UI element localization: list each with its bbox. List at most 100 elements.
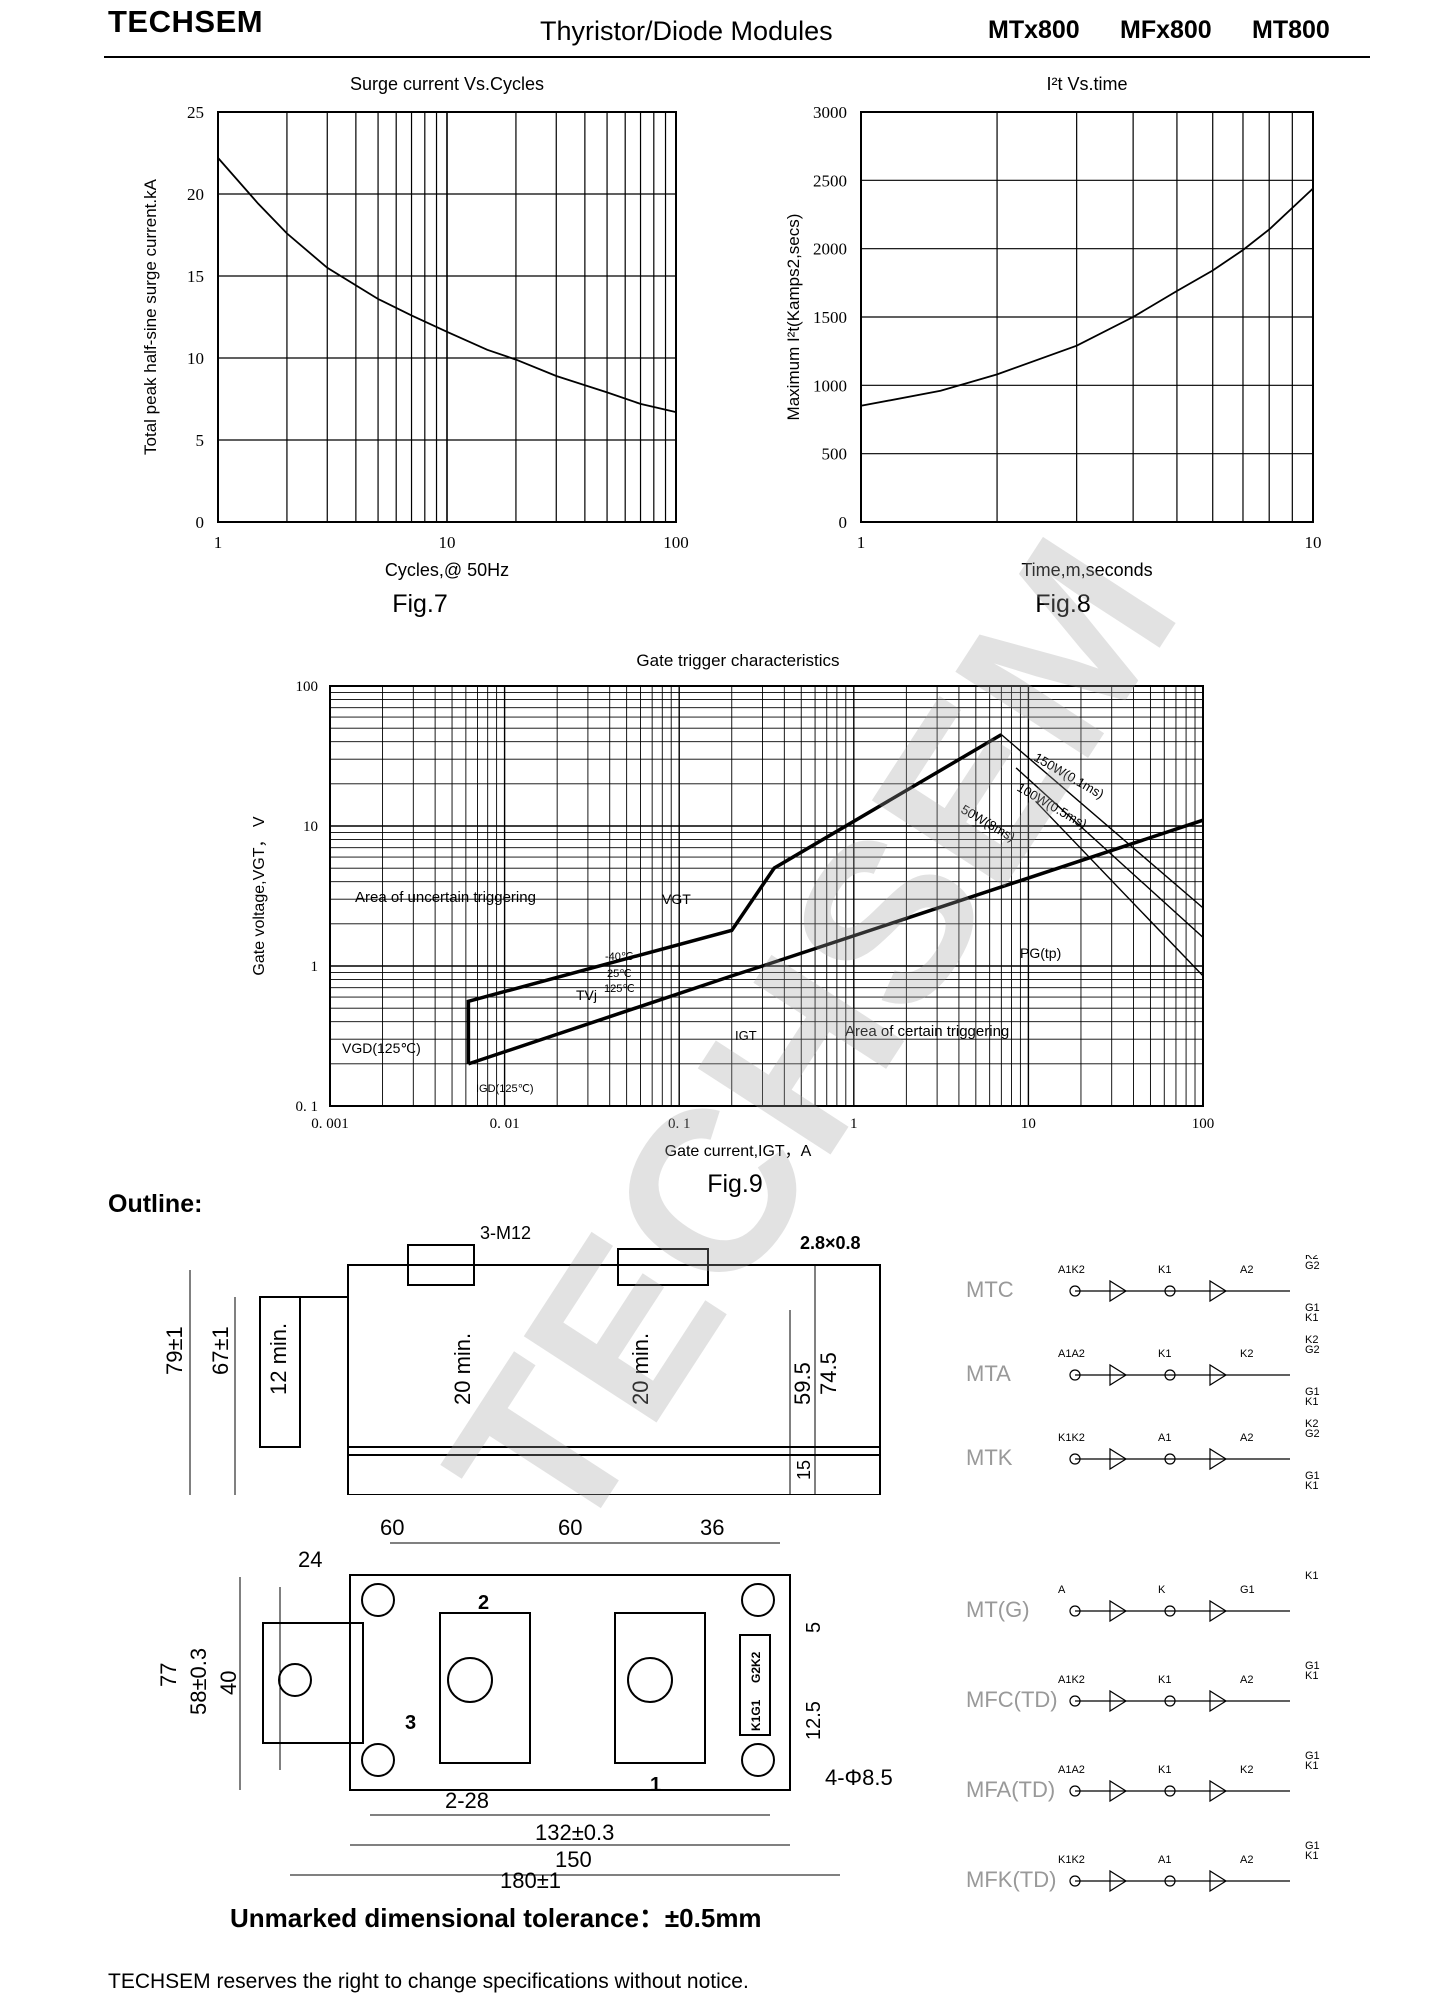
circuit-terminal-label: K1 (1305, 1570, 1318, 1582)
chart-annotation: -40℃ (605, 951, 633, 963)
terminal-node (1069, 1369, 1081, 1381)
x-axis-label: Time,m,seconds (1021, 560, 1152, 580)
circuit-type-label: MT(G) (966, 1597, 1030, 1622)
chart-annotation: 25℃ (607, 968, 632, 980)
circuit-terminal-label: G1 (1305, 1750, 1320, 1762)
y-tick-label: 20 (187, 185, 204, 204)
dim-20min-left: 20 min. (450, 1333, 475, 1405)
circuit-terminal-label: G1 (1240, 1584, 1255, 1596)
y-tick-label: 5 (196, 431, 205, 450)
circuit-terminal-label: G1 (1305, 1386, 1320, 1398)
device-symbol (1109, 1363, 1128, 1387)
dim-180: 180±1 (500, 1868, 561, 1890)
y-tick-label: 10 (187, 349, 204, 368)
terminal-1-tab (614, 1612, 706, 1764)
dim-20min-right: 20 min. (628, 1333, 653, 1405)
module-top-outline (349, 1574, 791, 1791)
device-symbol (1209, 1279, 1228, 1303)
terminal-node (1164, 1695, 1176, 1707)
terminal-label-3: 3 (405, 1712, 416, 1734)
y-tick-label: 10 (303, 819, 318, 835)
device-symbol (1109, 1869, 1128, 1893)
terminal-2-tab (439, 1612, 531, 1764)
circuit-terminal-label: K1 (1305, 1396, 1318, 1408)
y-tick-label: 15 (187, 267, 204, 286)
dim-12min: 12 min. (266, 1323, 291, 1395)
device-symbol (1109, 1279, 1128, 1303)
circuit-terminal-label: K1K2 (1058, 1854, 1085, 1866)
terminal-node (1164, 1285, 1176, 1297)
device-symbol (1209, 1869, 1228, 1893)
chart-annotation: PG(tp) (1020, 945, 1061, 961)
device-symbol (1209, 1689, 1228, 1713)
dim-150: 150 (555, 1847, 592, 1872)
terminal-node (1069, 1605, 1081, 1617)
circuit-schematic (1069, 1363, 1290, 1387)
circuit-terminal-label: K1 (1305, 1312, 1318, 1324)
x-tick-label: 0. 001 (311, 1116, 349, 1132)
chart-annotation: TVj (576, 987, 597, 1003)
device-symbol (1209, 1599, 1228, 1623)
y-tick-label: 1500 (813, 308, 847, 327)
chart-title: Gate trigger characteristics (636, 651, 839, 670)
gate-label-g2k2: G2K2 (749, 1651, 763, 1683)
terminal-node (1069, 1875, 1081, 1887)
x-tick-label: 0. 01 (490, 1116, 520, 1132)
gate-label-k1g1: K1G1 (749, 1699, 763, 1731)
circuit-type-label: MFC(TD) (966, 1687, 1058, 1712)
series-line (1015, 767, 1204, 938)
circuit-type-label: MFK(TD) (966, 1867, 1056, 1892)
circuit-terminal-label: K1 (1305, 1670, 1318, 1682)
plot-frame (217, 111, 677, 523)
circuit-terminal-label: K2 (1305, 1418, 1318, 1430)
circuit-terminal-label: K (1158, 1584, 1166, 1596)
y-tick-label: 0. 1 (296, 1099, 319, 1115)
stud-1 (617, 1248, 709, 1286)
document-title: Thyristor/Diode Modules (540, 16, 833, 46)
terminal-node (1069, 1285, 1081, 1297)
dim-24: 24 (298, 1547, 322, 1572)
x-tick-label: 10 (1305, 533, 1322, 552)
device-symbol (1209, 1447, 1228, 1471)
circuit-terminal-label: K1 (1158, 1674, 1171, 1686)
fig8-caption: Fig.8 (1035, 590, 1091, 618)
circuit-terminal-label: G1 (1305, 1302, 1320, 1314)
y-tick-label: 3000 (813, 103, 847, 122)
device-symbol (1109, 1447, 1128, 1471)
y-tick-label: 1 (311, 959, 319, 975)
dim-40: 40 (216, 1671, 241, 1695)
device-symbol (1109, 1689, 1128, 1713)
device-symbol (1209, 1363, 1228, 1387)
stud-2 (407, 1244, 475, 1286)
circuit-schematic (1069, 1599, 1290, 1623)
circuit-terminal-label: G1 (1305, 1660, 1320, 1672)
circuit-terminal-label: G1 (1305, 1470, 1320, 1482)
circuit-type-label: MFA(TD) (966, 1777, 1055, 1802)
mount-hole (741, 1583, 775, 1617)
terminal-node (1164, 1785, 1176, 1797)
series-line (1035, 800, 1204, 977)
mount-hole (741, 1743, 775, 1777)
circuit-terminal-label: G2 (1305, 1428, 1320, 1440)
x-tick-label: 10 (439, 533, 456, 552)
dim-77: 77 (160, 1663, 181, 1687)
plot-frame (329, 685, 1204, 1107)
circuit-terminal-label: K1 (1305, 1480, 1318, 1492)
terminal-label-1: 1 (650, 1774, 661, 1796)
circuit-schematic (1069, 1447, 1290, 1471)
x-axis-label: Cycles,@ 50Hz (385, 560, 509, 580)
dim-67: 67±1 (208, 1326, 233, 1375)
circuit-terminal-label: K2 (1240, 1764, 1253, 1776)
tolerance-note: Unmarked dimensional tolerance：±0.5mm (230, 1903, 762, 1933)
terminal-node (1164, 1875, 1176, 1887)
chart-annotation: IGT (735, 1028, 757, 1043)
chart-annotation: Area of certain triggering (845, 1023, 1009, 1040)
circuit-terminal-label: K2 (1240, 1348, 1253, 1360)
dim-5: 5 (803, 1622, 825, 1633)
y-tick-label: 25 (187, 103, 204, 122)
x-tick-label: 0. 1 (668, 1116, 691, 1132)
circuit-terminal-label: K2 (1305, 1255, 1318, 1262)
circuit-terminal-label: A1A2 (1058, 1348, 1085, 1360)
chart-annotation: 125℃ (604, 983, 635, 995)
